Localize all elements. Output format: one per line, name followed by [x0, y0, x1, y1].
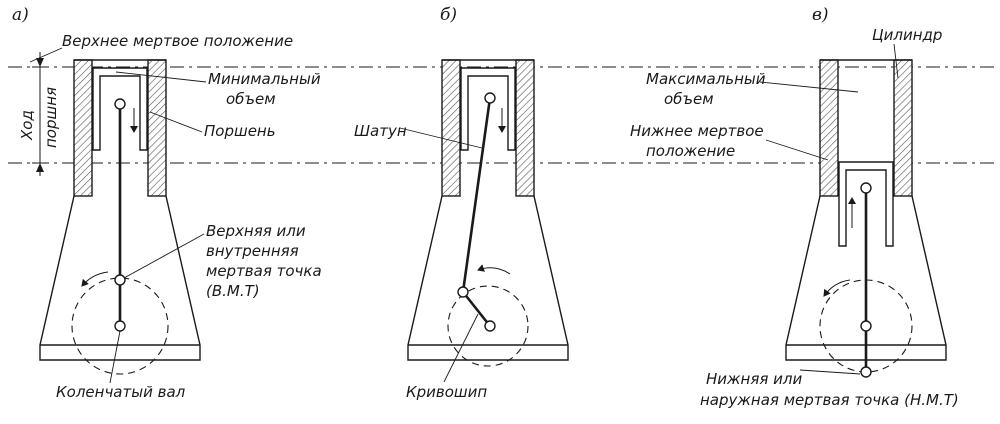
tdc-label-2: внутренняя — [206, 242, 299, 260]
crank-pin-b — [457, 286, 469, 298]
crankshaft-label: Коленчатый вал — [56, 383, 186, 401]
cylinder-wall-left-v — [819, 59, 839, 197]
min-volume-label-1: Минимальный — [208, 70, 321, 88]
panel-a-engine — [39, 59, 201, 375]
cylinder-wall-left-a — [73, 59, 93, 197]
bdc-label-2: наружная мертвая точка (Н.М.Т) — [700, 391, 959, 409]
crank-arm-b — [461, 290, 492, 328]
panel-label-a: а) — [12, 5, 29, 25]
stroke-dimension: Ход поршня — [18, 52, 60, 176]
bottom-dead-position-label-1: Нижнее мертвое — [630, 122, 764, 140]
panel-b-engine — [407, 59, 569, 367]
piston-pin-v — [860, 182, 872, 194]
crank-circle-a — [71, 277, 169, 375]
rotation-arrow-b — [477, 264, 511, 275]
bottom-dead-position-label-2: положение — [646, 142, 735, 160]
panel-v-engine — [785, 59, 947, 378]
panel-label-b: б) — [440, 5, 457, 25]
min-volume-label-2: объем — [226, 90, 276, 108]
cylinder-wall-right-b — [515, 59, 535, 197]
crank-pin-a — [114, 274, 126, 286]
shaft-pin-a — [114, 320, 126, 332]
shaft-pin-b — [484, 320, 496, 332]
tdc-label-4: (В.М.Т) — [206, 282, 260, 300]
tdc-label-1: Верхняя или — [206, 222, 306, 240]
max-volume-label-1: Максимальный — [646, 70, 766, 88]
top-dead-position-label: Верхнее мертвое положение — [62, 32, 293, 50]
max-volume-label-2: объем — [664, 90, 714, 108]
cylinder-wall-right-a — [147, 59, 167, 197]
connecting-rod-label: Шатун — [354, 122, 407, 140]
crank-circle-b — [447, 285, 529, 367]
piston-label: Поршень — [204, 122, 276, 140]
connecting-rod-b — [461, 96, 492, 294]
panel-label-v: в) — [812, 5, 829, 25]
piston-pin-a — [114, 98, 126, 110]
crank-label: Кривошип — [406, 383, 487, 401]
frame-a — [39, 195, 201, 361]
piston-b — [460, 67, 516, 151]
stroke-label-1: Ход — [18, 110, 36, 141]
frame-b — [407, 195, 569, 361]
shaft-pin-v — [860, 320, 872, 332]
cylinder-label: Цилиндр — [872, 26, 942, 44]
cylinder-wall-left-b — [441, 59, 461, 197]
stroke-label-2: поршня — [42, 87, 60, 148]
cylinder-wall-right-v — [893, 59, 913, 197]
crank-pin-v — [860, 366, 872, 378]
piston-v — [838, 161, 894, 247]
piston-pin-b — [484, 92, 496, 104]
piston-a — [92, 67, 148, 151]
rotation-arrow-a — [81, 271, 109, 287]
rotation-arrow-v — [823, 279, 851, 297]
tdc-label-3: мертвая точка — [206, 262, 322, 280]
bdc-label-1: Нижняя или — [706, 370, 802, 388]
